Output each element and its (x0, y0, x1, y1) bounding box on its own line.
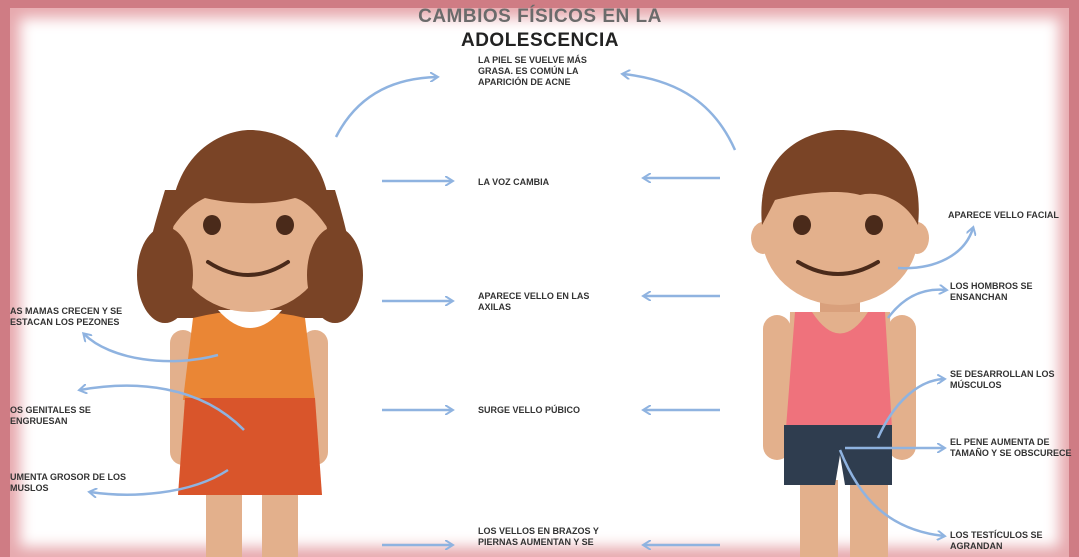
center-arrows (334, 74, 737, 545)
label-underarm-hair: APARECE VELLO EN LAS AXILAS (478, 291, 590, 312)
label-penis: EL PENE AUMENTA DE TAMAÑO Y SE OBSCURECE (950, 437, 1072, 458)
label-breasts: AS MAMAS CRECEN Y SE ESTACAN LOS PEZONES (10, 306, 123, 327)
label-facial-hair: APARECE VELLO FACIAL (948, 210, 1059, 220)
label-muscles: SE DESARROLLAN LOS MÚSCULOS (950, 369, 1055, 390)
label-genitals-girl: OS GENITALES SE ENGRUESAN (10, 405, 91, 426)
label-testicles: LOS TESTÍCULOS SE AGRANDAN (950, 530, 1043, 551)
label-skin-oily: LA PIEL SE VUELVE MÁS GRASA. ES COMÚN LA… (478, 55, 587, 87)
label-arm-leg-hair: LOS VELLOS EN BRAZOS Y PIERNAS AUMENTAN … (478, 526, 599, 547)
girl-figure (137, 130, 363, 557)
title-line-1: CAMBIOS FÍSICOS EN LA (418, 6, 662, 27)
title-line-2: ADOLESCENCIA (460, 30, 619, 51)
label-voice-change: LA VOZ CAMBIA (478, 177, 550, 187)
girl-arrows (80, 334, 245, 495)
boy-arrows (838, 228, 973, 536)
boy-figure (751, 130, 929, 557)
label-thighs: UMENTA GROSOR DE LOS MUSLOS (10, 472, 127, 493)
label-shoulders: LOS HOMBROS SE ENSANCHAN (950, 281, 1033, 302)
label-pubic-hair: SURGE VELLO PÚBICO (478, 405, 581, 415)
